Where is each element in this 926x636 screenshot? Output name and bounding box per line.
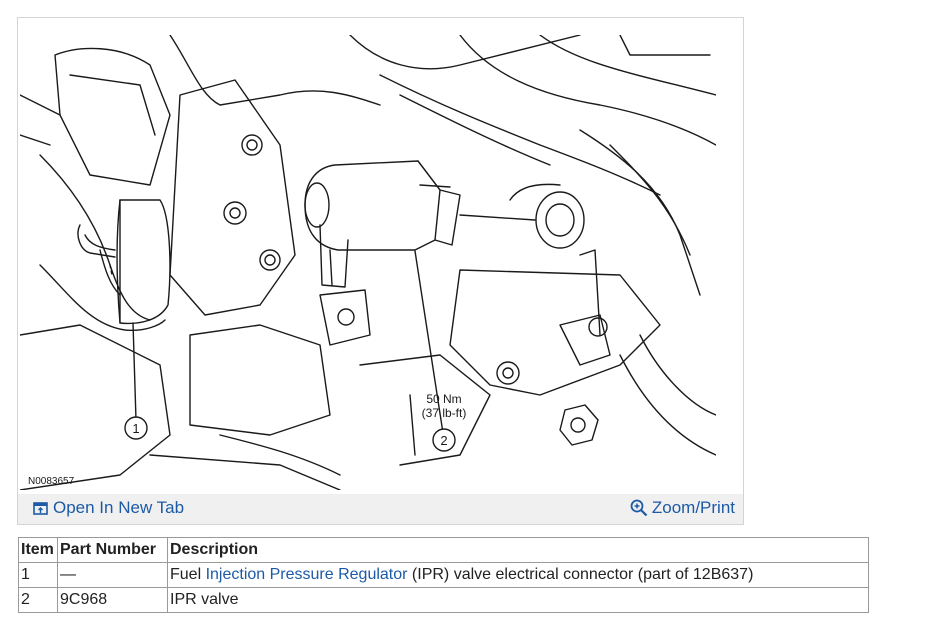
callout-2-torque-lbft: (37 lb-ft) [422, 406, 467, 420]
header-description: Description [167, 537, 869, 563]
ipr-valve-line-drawing: 1 2 50 Nm (37 lb-ft) N0083657 [20, 35, 716, 490]
table-row: 1 — Fuel Injection Pressure Regulator (I… [18, 562, 869, 588]
header-item: Item [18, 537, 58, 563]
row-description: Fuel Injection Pressure Regulator (IPR) … [167, 562, 869, 588]
description-text-before: Fuel [170, 566, 206, 583]
callout-2-number: 2 [440, 433, 447, 448]
parts-table: Item Part Number Description 1 — Fuel In… [18, 537, 869, 613]
row-item-number: 1 [18, 562, 58, 588]
injection-pressure-regulator-link[interactable]: Injection Pressure Regulator [205, 566, 408, 583]
row-part-number: 9C968 [57, 587, 168, 613]
magnifier-plus-icon [630, 499, 652, 517]
open-in-new-tab-label: Open In New Tab [53, 498, 185, 517]
table-header-row: Item Part Number Description [18, 537, 869, 563]
zoom-print-link[interactable]: Zoom/Print [630, 498, 735, 518]
table-row: 2 9C968 IPR valve [18, 587, 869, 613]
zoom-print-label: Zoom/Print [651, 498, 735, 517]
description-text-after: (IPR) valve electrical connector (part o… [407, 566, 754, 583]
row-part-number: — [57, 562, 168, 588]
row-description: IPR valve [167, 587, 869, 613]
open-in-new-tab-icon [32, 500, 53, 517]
callout-2-torque-nm: 50 Nm [426, 392, 461, 406]
row-item-number: 2 [18, 587, 58, 613]
figure-frame [17, 17, 744, 525]
header-part-number: Part Number [57, 537, 168, 563]
figure-toolbar: Open In New Tab Zoom/Print [18, 494, 743, 524]
figure-code: N0083657 [28, 476, 75, 487]
open-in-new-tab-link[interactable]: Open In New Tab [32, 498, 184, 518]
callout-1-number: 1 [132, 421, 139, 436]
engine-illustration: 1 2 50 Nm (37 lb-ft) N0083657 [20, 35, 716, 490]
